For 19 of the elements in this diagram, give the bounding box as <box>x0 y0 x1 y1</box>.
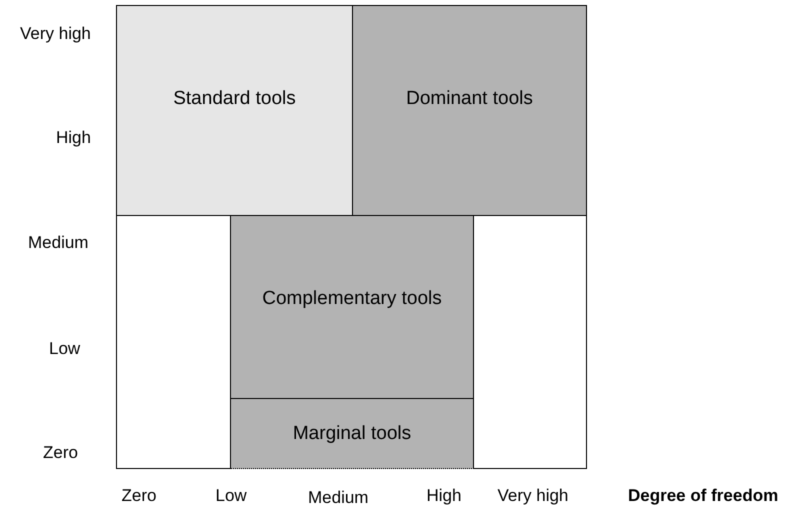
axis-tick-label: Very high <box>20 24 91 44</box>
region-label: Marginal tools <box>292 422 412 444</box>
axis-tick-label: Zero <box>43 443 78 463</box>
axis-tick-label: Medium <box>28 233 88 253</box>
region-box <box>230 215 474 399</box>
region-box <box>352 5 587 216</box>
axis-tick-label: Low <box>49 339 80 359</box>
axis-tick-label: Zero <box>122 486 156 506</box>
region-label: Complementary tools <box>262 288 442 310</box>
region-label: Standard tools <box>173 88 296 110</box>
axis-tick-label: High <box>426 486 462 506</box>
axis-tick-label: Very high <box>498 486 568 506</box>
region-box <box>116 5 353 216</box>
axis-tick-label: High <box>56 128 91 148</box>
axis-tick-label: Low <box>216 486 247 506</box>
axis-tick-label: Medium <box>308 488 368 508</box>
axis-title: Degree of freedom <box>628 486 778 506</box>
region-box <box>230 398 474 469</box>
region-label: Dominant tools <box>406 88 533 110</box>
